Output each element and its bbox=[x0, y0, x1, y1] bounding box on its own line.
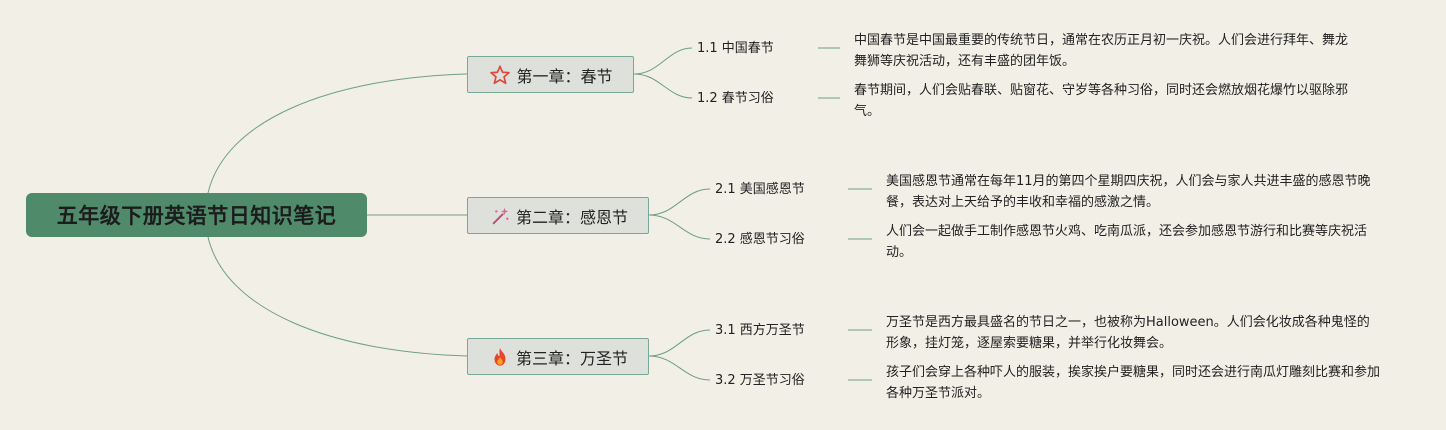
chapter-1-title: 第一章：春节 bbox=[516, 66, 613, 86]
root-to-chapter-3-line bbox=[207, 236, 468, 357]
description-1-2: 春节期间，人们会贴春联、贴窗花、守岁等各种习俗，同时还会燃放烟花爆竹以驱除邪气。 bbox=[854, 83, 1349, 119]
subtopic-1-1[interactable]: 1.1 中国春节 bbox=[697, 41, 774, 56]
chapter-3-title: 第三章：万圣节 bbox=[515, 348, 628, 368]
subtopic-2-1[interactable]: 2.1 美国感恩节 bbox=[715, 182, 805, 197]
chapter-3-to-sub-2-line bbox=[648, 355, 711, 381]
fire-icon bbox=[488, 345, 512, 369]
chapter-1-node[interactable]: 第一章：春节 bbox=[467, 56, 634, 93]
description-2-2: 人们会一起做手工制作感恩节火鸡、吃南瓜派，还会参加感恩节游行和比赛等庆祝活动。 bbox=[886, 224, 1368, 260]
chapter-2-node[interactable]: 第二章：感恩节 bbox=[467, 197, 649, 234]
description-1-1: 中国春节是中国最重要的传统节日，通常在农历正月初一庆祝。人们会进行拜年、舞龙舞狮… bbox=[854, 33, 1349, 69]
star-icon bbox=[488, 63, 512, 87]
subtopic-2-2[interactable]: 2.2 感恩节习俗 bbox=[715, 232, 805, 247]
chapter-2-to-sub-2-line bbox=[648, 214, 711, 240]
sparkle-wand-icon bbox=[488, 204, 512, 228]
root-to-chapter-1-line bbox=[207, 73, 468, 194]
chapter-2-title: 第二章：感恩节 bbox=[515, 207, 628, 227]
subtopic-1-2[interactable]: 1.2 春节习俗 bbox=[697, 91, 774, 106]
chapter-1-to-sub-1-line bbox=[633, 47, 693, 75]
description-2-1: 美国感恩节通常在每年11月的第四个星期四庆祝，人们会与家人共进丰盛的感恩节晚餐，… bbox=[886, 174, 1371, 210]
description-3-2: 孩子们会穿上各种吓人的服装，挨家挨户要糖果，同时还会进行南瓜灯雕刻比赛和参加各种… bbox=[886, 365, 1381, 401]
chapter-3-node[interactable]: 第三章：万圣节 bbox=[467, 338, 649, 375]
chapter-3-to-sub-1-line bbox=[648, 329, 711, 357]
subtopic-3-2[interactable]: 3.2 万圣节习俗 bbox=[715, 373, 805, 388]
description-3-1: 万圣节是西方最具盛名的节日之一，也被称为Halloween。人们会化妆成各种鬼怪… bbox=[886, 315, 1370, 351]
chapter-1-to-sub-2-line bbox=[633, 73, 693, 99]
chapter-2-to-sub-1-line bbox=[648, 188, 711, 216]
subtopic-3-1[interactable]: 3.1 西方万圣节 bbox=[715, 323, 805, 338]
root-topic[interactable]: 五年级下册英语节日知识笔记 bbox=[26, 193, 367, 237]
